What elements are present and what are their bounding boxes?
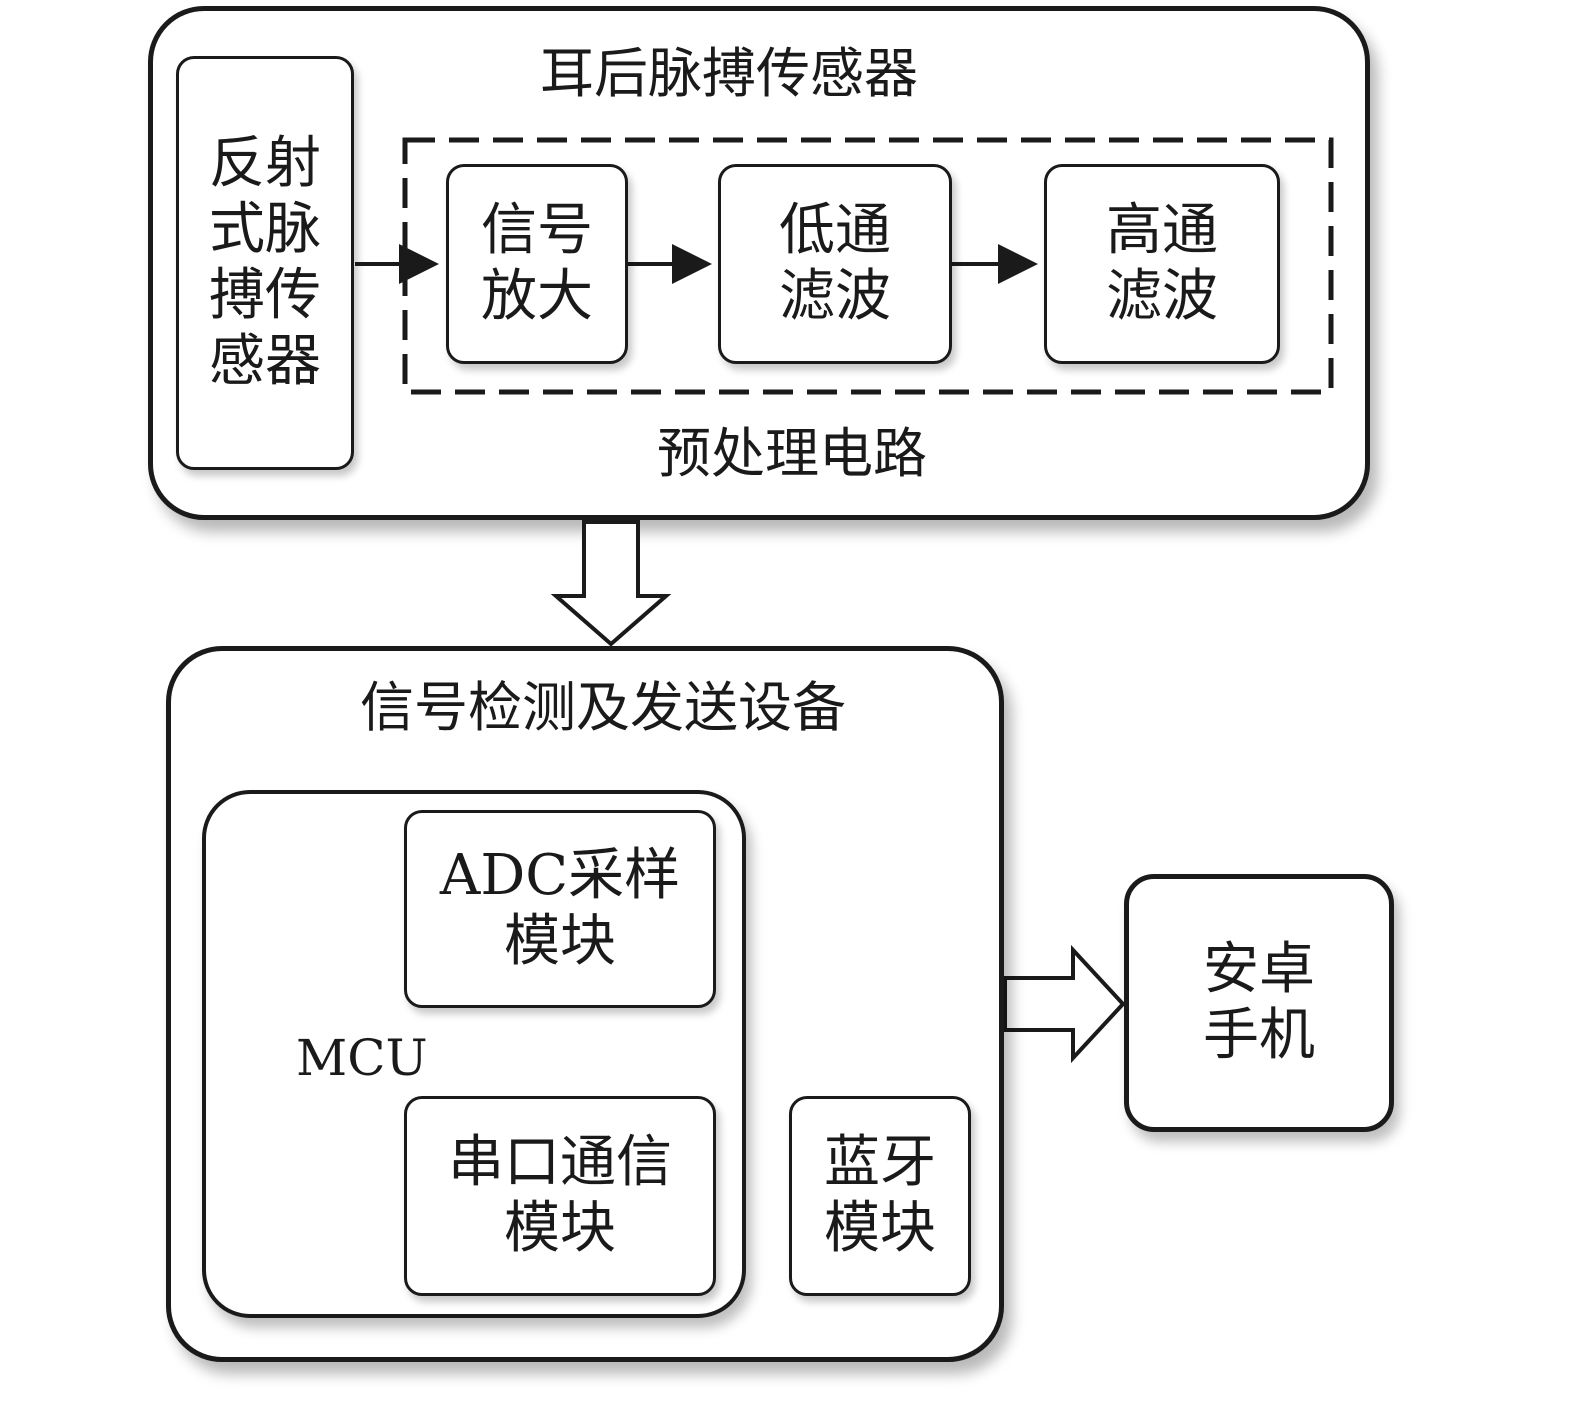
hollow-arrow-down: [550, 520, 672, 647]
highpass-filter-box: [1044, 164, 1280, 364]
android-phone-box: [1124, 874, 1394, 1132]
lowpass-filter-label: 低通 滤波: [779, 198, 891, 329]
lowpass-filter-label-wrap: 低通 滤波: [718, 164, 952, 364]
android-phone-label-wrap: 安卓 手机: [1124, 874, 1394, 1132]
preprocess-circuit-title: 预处理电路: [657, 422, 927, 485]
lowpass-filter-box: [718, 164, 952, 364]
android-phone-label: 安卓 手机: [1203, 937, 1315, 1068]
mcu-label: MCU: [296, 1029, 428, 1087]
detection-transmission-title: 信号检测及发送设备: [360, 676, 846, 739]
highpass-filter-label: 高通 滤波: [1106, 198, 1218, 329]
bluetooth-module-label-wrap: 蓝牙 模块: [789, 1096, 971, 1296]
highpass-filter-label-wrap: 高通 滤波: [1044, 164, 1280, 364]
bluetooth-module-label: 蓝牙 模块: [824, 1130, 936, 1261]
signal-amplifier-label-wrap: 信号 放大: [446, 164, 628, 364]
adc-sampling-module-label: ADC采样 模块: [439, 843, 681, 974]
uart-module-label: 串口通信 模块: [448, 1130, 672, 1261]
hollow-arrow-right: [1003, 944, 1126, 1064]
signal-amplifier-box: [446, 164, 628, 364]
reflective-pulse-sensor-label: 反射 式脉 搏传 感器: [209, 131, 321, 394]
bluetooth-module-box: [789, 1096, 971, 1296]
reflective-pulse-sensor-box: [176, 56, 354, 470]
adc-sampling-module-label-wrap: ADC采样 模块: [404, 810, 716, 1008]
ear-pulse-sensor-title: 耳后脉搏传感器: [540, 42, 918, 105]
uart-module-box: [404, 1096, 716, 1296]
adc-sampling-module-box: [404, 810, 716, 1008]
uart-module-label-wrap: 串口通信 模块: [404, 1096, 716, 1296]
signal-amplifier-label: 信号 放大: [481, 198, 593, 329]
reflective-pulse-sensor-label-wrap: 反射 式脉 搏传 感器: [176, 56, 354, 470]
